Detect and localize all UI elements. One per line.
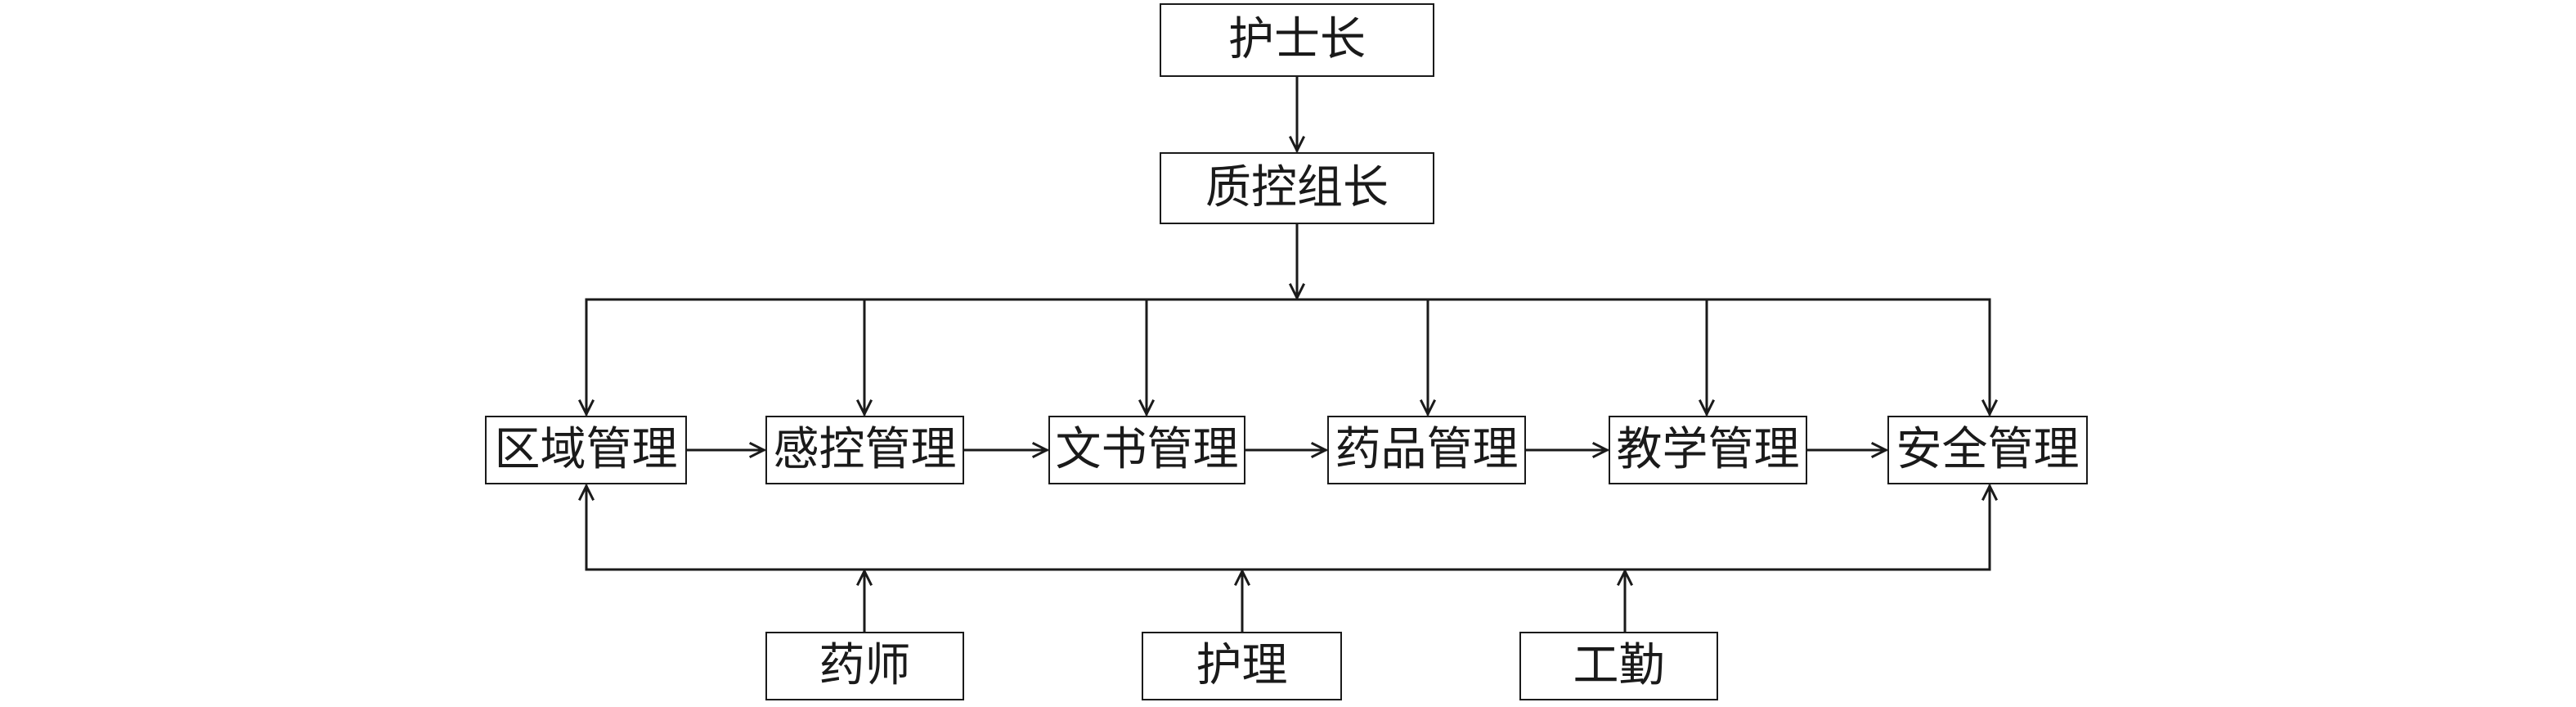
edges-support-to-bus <box>855 568 1634 633</box>
node-logistics-staff: 工勤 <box>1519 632 1718 700</box>
node-label: 护理 <box>1196 641 1288 691</box>
node-label: 区域管理 <box>494 425 678 475</box>
edges-bus-to-management <box>577 298 1999 417</box>
node-document-management: 文书管理 <box>1048 416 1245 484</box>
node-label: 教学管理 <box>1616 425 1800 475</box>
node-label: 感控管理 <box>773 425 957 475</box>
node-drug-management: 药品管理 <box>1327 416 1526 484</box>
node-label: 安全管理 <box>1896 425 2080 475</box>
edges-bus-up-to-management <box>577 483 1999 571</box>
node-head-nurse: 护士长 <box>1160 3 1434 77</box>
edges-management-chain <box>685 441 1889 459</box>
node-teaching-management: 教学管理 <box>1609 416 1807 484</box>
arrowhead-down <box>1288 135 1306 154</box>
node-safety-management: 安全管理 <box>1887 416 2088 484</box>
arrowhead-down <box>1288 282 1306 301</box>
node-area-management: 区域管理 <box>485 416 687 484</box>
node-label: 文书管理 <box>1055 425 1239 475</box>
node-label: 药品管理 <box>1335 425 1519 475</box>
node-label: 工勤 <box>1573 641 1665 691</box>
node-label: 药师 <box>819 641 911 691</box>
node-qc-leader: 质控组长 <box>1160 152 1434 224</box>
node-nursing: 护理 <box>1142 632 1342 700</box>
node-infection-control-management: 感控管理 <box>765 416 964 484</box>
node-label: 质控组长 <box>1205 163 1389 214</box>
node-label: 护士长 <box>1228 15 1366 65</box>
node-pharmacist: 药师 <box>765 632 964 700</box>
